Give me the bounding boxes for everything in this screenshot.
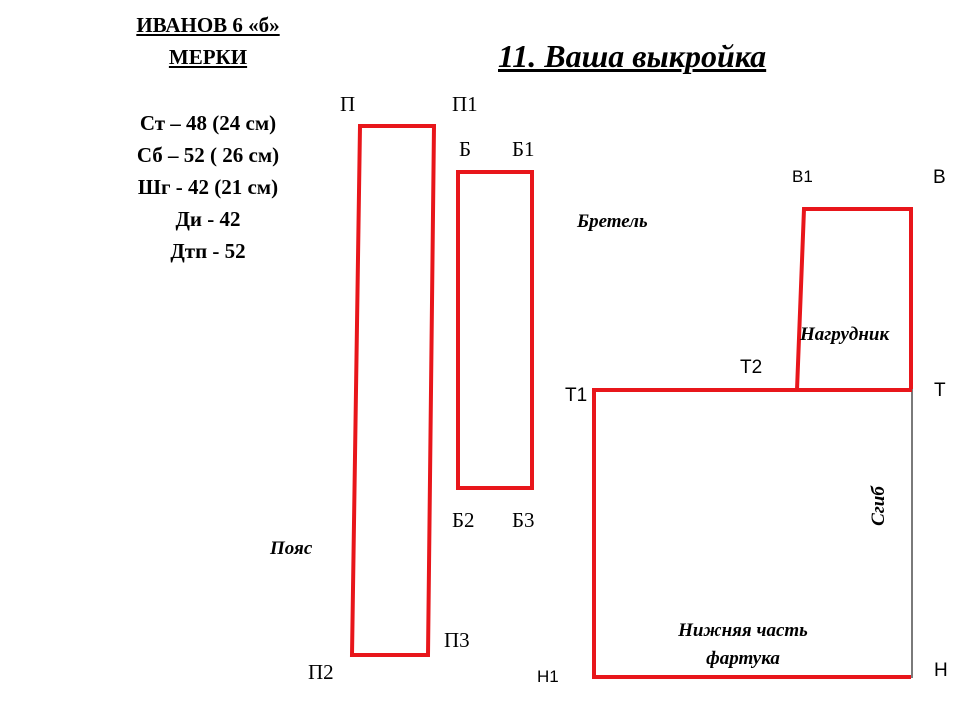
point-p3: П3 — [444, 628, 470, 652]
lower-apron-label-line1: Нижняя часть — [678, 620, 808, 641]
bib-piece — [795, 207, 913, 391]
lower-apron-label-line2: фартука — [706, 648, 780, 669]
point-b1: Б1 — [512, 137, 535, 161]
measurement-neck: Шг - 42 (21 см) — [137, 175, 279, 199]
measurement-length: Ди - 42 — [175, 207, 241, 231]
point-p: П — [340, 92, 356, 116]
point-b3: Б3 — [512, 508, 535, 532]
strap-label: Бретель — [577, 211, 648, 232]
point-t: Т — [934, 380, 946, 401]
page-title: 11. Ваша выкройка — [498, 38, 767, 74]
point-b: Б — [459, 137, 472, 161]
point-p1: П1 — [452, 92, 478, 116]
point-v: В — [933, 167, 946, 188]
strap-piece — [456, 170, 534, 490]
measurement-waist-to-floor: Дтп - 52 — [170, 239, 246, 263]
bib-label: Нагрудник — [800, 324, 890, 345]
student-name: ИВАНОВ 6 «б» — [136, 13, 280, 37]
measurement-hips: Сб – 52 ( 26 см) — [136, 143, 280, 167]
point-n1: Н1 — [537, 667, 559, 686]
belt-label: Пояс — [270, 538, 313, 559]
point-p2: П2 — [308, 660, 334, 684]
point-n: Н — [934, 660, 948, 681]
measurement-chest: Ст – 48 (24 см) — [139, 111, 277, 135]
fold-label: Сгиб — [868, 486, 889, 526]
measurements-title: МЕРКИ — [168, 45, 248, 69]
point-t2: Т2 — [740, 357, 763, 378]
point-t1: Т1 — [565, 385, 588, 406]
point-b2: Б2 — [452, 508, 475, 532]
belt-piece — [349, 124, 437, 657]
point-v1: В1 — [792, 167, 813, 186]
